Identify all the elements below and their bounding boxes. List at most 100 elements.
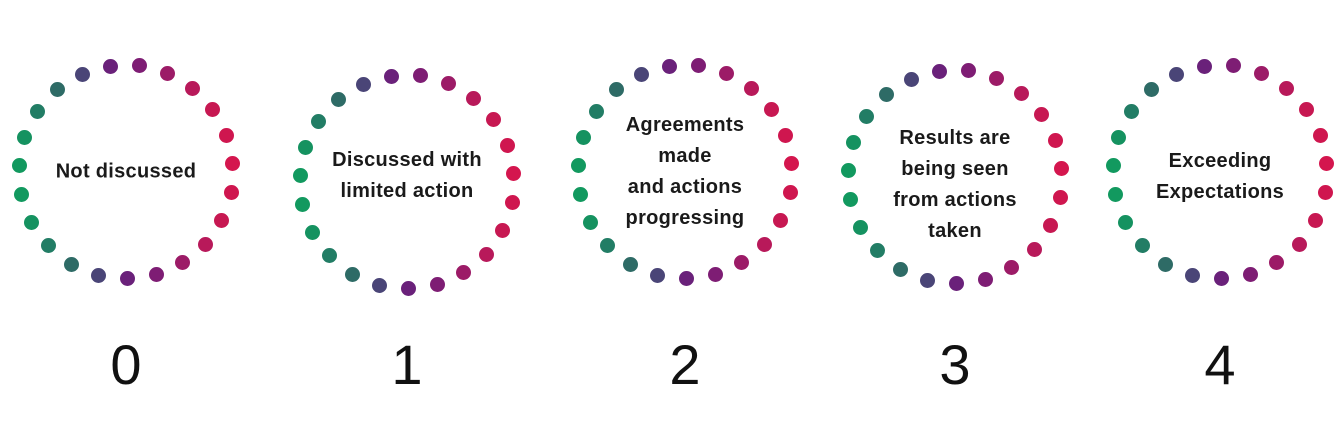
ring-dot [292,168,308,184]
ring-dot [148,267,164,283]
ring-dot [1225,58,1241,74]
ring-dot [298,139,314,155]
ring-dot [63,256,79,272]
ring-dot [1291,236,1307,252]
ring-dot [1111,129,1127,145]
ring-dot [50,82,66,98]
ring-dot [1014,85,1030,101]
ring-dot [707,267,723,283]
ring-dot [1196,58,1212,74]
ring-dot [948,276,964,292]
ring-dot [311,113,327,129]
ring-dot [295,197,310,213]
ring-dot [197,236,213,252]
ring-dot [11,158,27,174]
label-line: being seen [901,158,1009,180]
ring-dot [41,238,57,254]
ring-dot [331,92,347,108]
ring-dot [843,192,858,208]
ring-dot [570,158,586,174]
ring-dot [1279,80,1295,96]
ring-dot [859,108,875,124]
ring-dot [1108,187,1123,203]
ring-dot [1269,255,1285,271]
ring-dot [214,212,230,228]
ring-dot [506,165,522,181]
ring-dot [456,265,472,281]
ring-dot [734,255,750,271]
ring-dot [777,127,793,143]
ring-dot [633,66,649,82]
ring-dot [782,185,798,201]
ring-dot [102,58,118,74]
ring-dot [400,281,416,297]
ring-dot [412,68,428,84]
ring-dot [576,129,592,145]
ring-dot [573,187,588,203]
ring-dot [903,71,919,87]
label-line: Results are [899,127,1011,149]
ring-dot [1168,66,1184,82]
ring-dot [305,224,321,240]
ring-dot [977,272,993,288]
ring-dot [185,80,201,96]
ring-dot [1047,132,1063,148]
ring-dot [1312,127,1328,143]
stage-number: 1 [391,333,423,396]
ring-dot [1135,238,1151,254]
stage-label: Results are being seen from actions take… [865,123,1045,247]
ring-dot [1118,214,1134,230]
label-line: Not discussed [55,160,197,183]
ring-dot [600,238,616,254]
ring-dot [773,212,789,228]
ring-dot [322,248,338,264]
ring-dot [429,277,445,293]
ring-dot [1124,103,1140,119]
ring-dot [225,155,241,171]
label-line: Exceeding [1168,150,1272,172]
ring-dot [879,87,895,103]
ring-dot [988,70,1004,86]
ring-dot [1157,256,1173,272]
ring-dot [159,65,175,81]
ring-dot [840,163,856,179]
ring-dot [1026,241,1042,257]
ring-dot [764,101,780,117]
ring-dot [205,101,221,117]
ring-dot [784,155,800,171]
ring-dot [119,271,135,287]
ring-dot [1004,260,1020,276]
ring-dot [486,111,502,127]
stage-label: Agreements made and actions progressing [595,110,775,234]
stage-label: Exceeding Expectations [1130,146,1310,208]
ring-dot [919,272,935,288]
ring-dot [466,90,482,106]
ring-dot [1319,155,1335,171]
ring-dot [383,68,399,84]
ring-dot [1213,271,1229,287]
ring-dot [1052,190,1068,206]
label-line: Expectations [1155,181,1285,203]
ring-dot [960,63,976,79]
ring-dot [223,185,239,201]
ring-dot [589,103,605,119]
stage-number: 0 [110,333,142,396]
stage-number: 3 [939,333,971,396]
ring-dot [175,255,191,271]
ring-dot [131,58,147,74]
ring-dot [870,243,886,259]
label-line: and actions [627,176,743,198]
ring-dot [661,58,677,74]
ring-dot [744,80,760,96]
ring-dot [30,103,46,119]
ring-dot [495,222,511,238]
label-line: taken [928,220,982,242]
ring-dot [690,58,706,74]
ring-dot [649,267,665,283]
ring-dot [344,266,360,282]
stage-label: Not discussed [36,157,216,188]
ring-dot [1242,267,1258,283]
stage-label: Discussed with limited action [317,145,497,207]
ring-dot [74,66,90,82]
